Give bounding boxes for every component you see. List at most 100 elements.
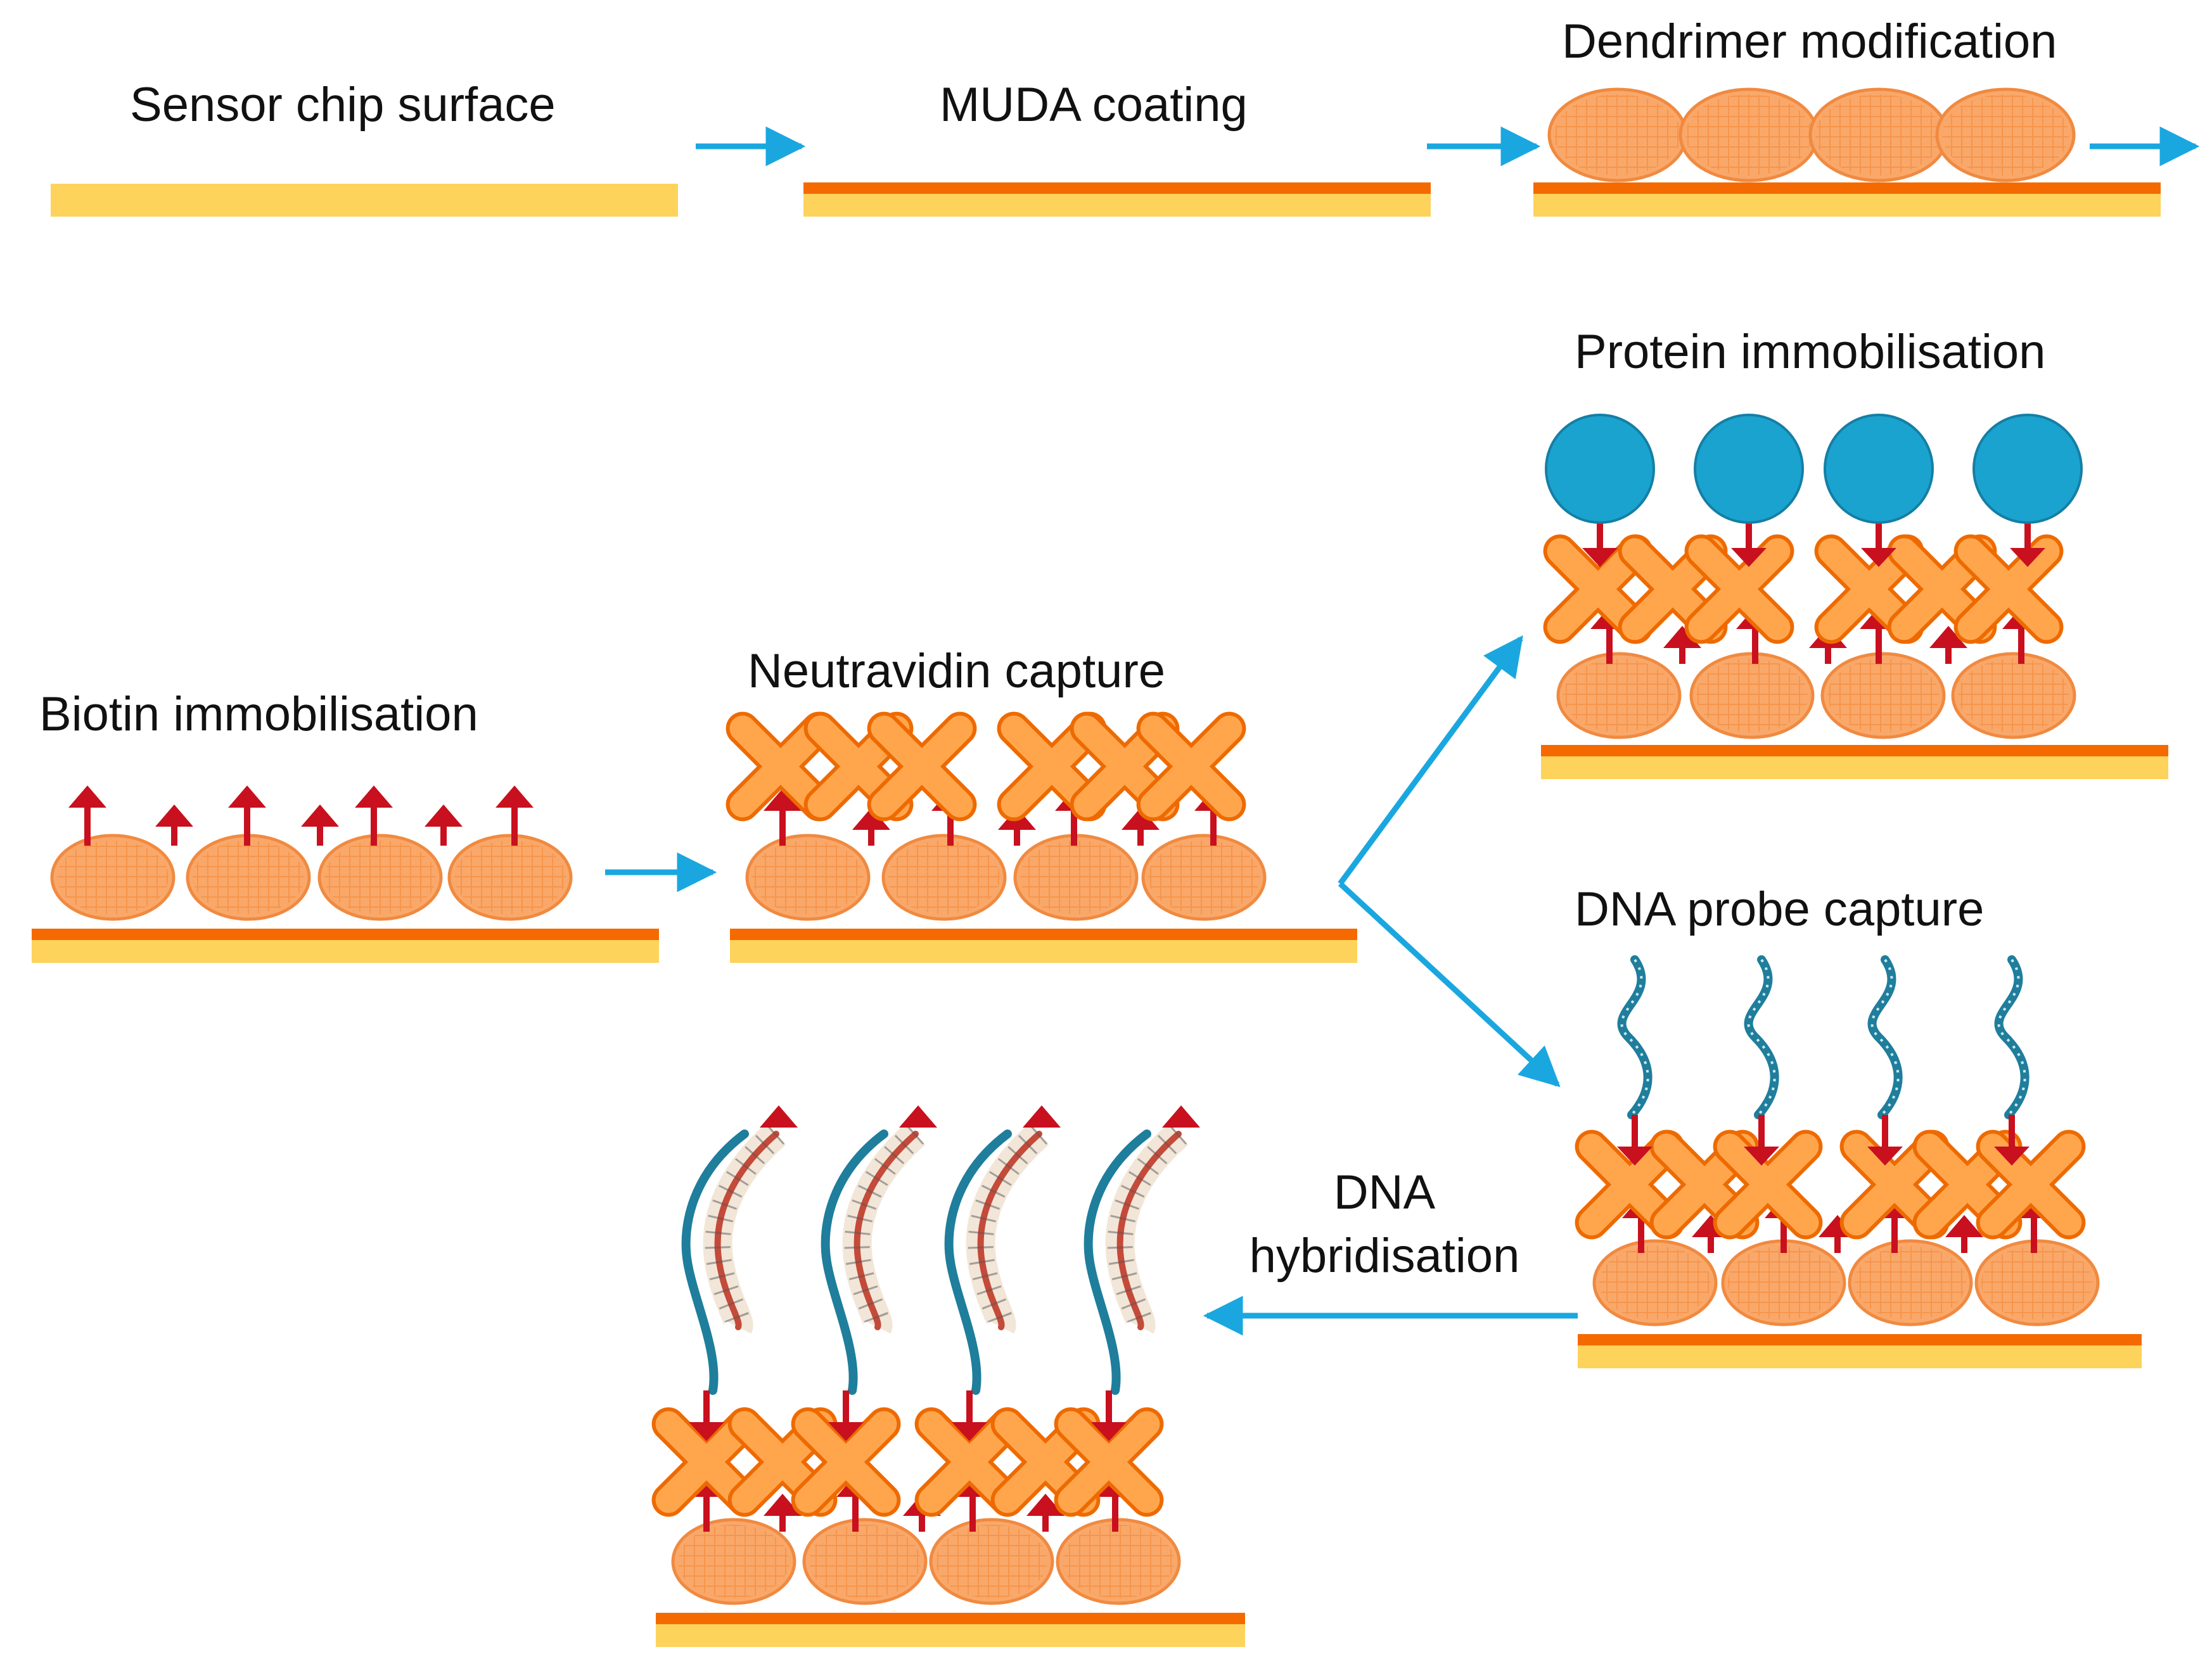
biotin-linker-head bbox=[1731, 548, 1767, 567]
neutravidin-bar bbox=[1688, 538, 1791, 640]
biotin-linker-head bbox=[1617, 1147, 1653, 1166]
dendrimer-mesh bbox=[1148, 841, 1260, 914]
neutravidin-bar bbox=[1547, 538, 1649, 640]
label-muda-coating: MUDA coating bbox=[940, 78, 1248, 132]
biotin-head bbox=[764, 1494, 802, 1516]
muda-layer bbox=[1541, 745, 2168, 756]
flow-arrows bbox=[605, 126, 2200, 1336]
dendrimer-mesh bbox=[1599, 1246, 1711, 1319]
dendrimer-mesh bbox=[1020, 841, 1132, 914]
dendrimer-mesh bbox=[1981, 1246, 2093, 1319]
biotin-linker-head bbox=[689, 1422, 724, 1441]
dendrimer-mesh bbox=[936, 1525, 1047, 1598]
label-sensor-chip-surface: Sensor chip surface bbox=[130, 78, 556, 132]
dna-target-strand bbox=[853, 1131, 919, 1330]
neutravidin-bar bbox=[1979, 1133, 2082, 1236]
label-dendrimer-modification: Dendrimer modification bbox=[1562, 15, 2057, 68]
muda-layer bbox=[656, 1613, 1245, 1624]
dendrimer-mesh bbox=[57, 841, 169, 914]
neutravidin-bar bbox=[1140, 715, 1243, 818]
biotin-linker-head bbox=[1867, 1147, 1903, 1166]
dna-probe-strand bbox=[1867, 955, 1903, 1119]
neutravidin-bar bbox=[1957, 538, 2060, 640]
dendrimer-mesh bbox=[678, 1525, 790, 1598]
biotin-head bbox=[852, 808, 890, 830]
dna-probe-strand bbox=[1617, 955, 1653, 1119]
dendrimer-mesh bbox=[1563, 659, 1675, 732]
protein bbox=[1545, 414, 1655, 524]
target-biotin-tag bbox=[1023, 1105, 1061, 1128]
label-protein-immobilisation: Protein immobilisation bbox=[1575, 325, 2046, 379]
dendrimer-mesh bbox=[752, 841, 864, 914]
biotin-linker-head bbox=[1091, 1422, 1127, 1441]
protein bbox=[1824, 414, 1934, 524]
dendrimer-mesh bbox=[1728, 1246, 1839, 1319]
protein bbox=[1972, 414, 2083, 524]
dna-probe-strand bbox=[1994, 955, 2030, 1119]
dna-probe-bases bbox=[1997, 958, 2026, 1116]
biotin-linker-head bbox=[1994, 1147, 2030, 1166]
panel-neutravidin-capture bbox=[726, 711, 1357, 963]
substrate bbox=[51, 184, 678, 217]
dendrimer-mesh bbox=[324, 841, 436, 914]
dna-probe-bases bbox=[1620, 958, 1649, 1116]
target-biotin-tag bbox=[760, 1105, 798, 1128]
muda-layer bbox=[1533, 182, 2161, 194]
dna-probe-bases bbox=[1870, 958, 1900, 1116]
label-dna-hybridisation-line2: hybridisation bbox=[1249, 1229, 1520, 1283]
muda-layer bbox=[730, 929, 1357, 940]
dna-target-strand bbox=[1116, 1131, 1182, 1330]
biotin-head bbox=[68, 785, 106, 808]
dna-probe-strand bbox=[821, 1129, 888, 1395]
biotin-head bbox=[764, 789, 802, 811]
dna-probe-bases bbox=[1747, 958, 1776, 1116]
neutravidin-bar bbox=[795, 1411, 897, 1513]
dendrimer-mesh bbox=[1942, 94, 2069, 175]
dendrimer-mesh bbox=[1554, 94, 1681, 175]
biotin-head bbox=[228, 785, 266, 808]
biotin-head bbox=[1026, 1494, 1064, 1516]
target-biotin-tag bbox=[899, 1105, 937, 1128]
dendrimer-mesh bbox=[1855, 1246, 1966, 1319]
neutravidin-bar bbox=[655, 1411, 758, 1513]
biotin-head bbox=[495, 785, 534, 808]
dendrimer-mesh bbox=[1827, 659, 1939, 732]
panel-biotin-immobilisation bbox=[32, 785, 659, 963]
biotin-head bbox=[425, 804, 463, 827]
biotin-linker-head bbox=[952, 1422, 987, 1441]
biotin-head bbox=[1945, 1215, 1983, 1237]
label-dna-probe-capture: DNA probe capture bbox=[1575, 882, 1985, 936]
dna-probe-strand bbox=[944, 1129, 1012, 1395]
panel-muda-coating bbox=[803, 182, 1431, 217]
neutravidin-bar bbox=[729, 715, 832, 818]
neutravidin-bar bbox=[871, 715, 973, 818]
biotin-head bbox=[355, 785, 393, 808]
label-dna-hybridisation-line1: DNA bbox=[1333, 1166, 1436, 1219]
biotin-linker-head bbox=[2010, 548, 2045, 567]
dna-target-strand bbox=[714, 1131, 779, 1330]
biotin-linker-head bbox=[828, 1422, 864, 1441]
dendrimer-mesh bbox=[193, 841, 304, 914]
neutravidin-bar bbox=[1578, 1133, 1681, 1236]
label-neutravidin-capture: Neutravidin capture bbox=[748, 644, 1166, 698]
neutravidin-bar bbox=[1717, 1133, 1819, 1236]
arrow-branch-down bbox=[1338, 881, 1561, 1088]
dendrimer-mesh bbox=[1685, 94, 1812, 175]
dendrimer-mesh bbox=[1063, 1525, 1174, 1598]
muda-layer bbox=[803, 182, 1431, 194]
dendrimer-mesh bbox=[1958, 659, 2069, 732]
dna-probe-strand bbox=[1084, 1129, 1151, 1395]
dna-probe-strand bbox=[1744, 955, 1779, 1119]
biotin-linker-head bbox=[1582, 548, 1618, 567]
biotin-head bbox=[155, 804, 193, 827]
biotin-linker-head bbox=[1861, 548, 1896, 567]
dendrimer-mesh bbox=[454, 841, 566, 914]
panel-sensor-chip-surface bbox=[51, 184, 678, 217]
biotin-head bbox=[1663, 626, 1701, 648]
panel-protein-immobilisation bbox=[1541, 414, 2168, 779]
panel-dna-probe-capture bbox=[1575, 955, 2142, 1368]
neutravidin-bar bbox=[918, 1411, 1021, 1513]
panel-dendrimer-modification bbox=[1533, 87, 2161, 217]
dendrimer-mesh bbox=[1696, 659, 1808, 732]
